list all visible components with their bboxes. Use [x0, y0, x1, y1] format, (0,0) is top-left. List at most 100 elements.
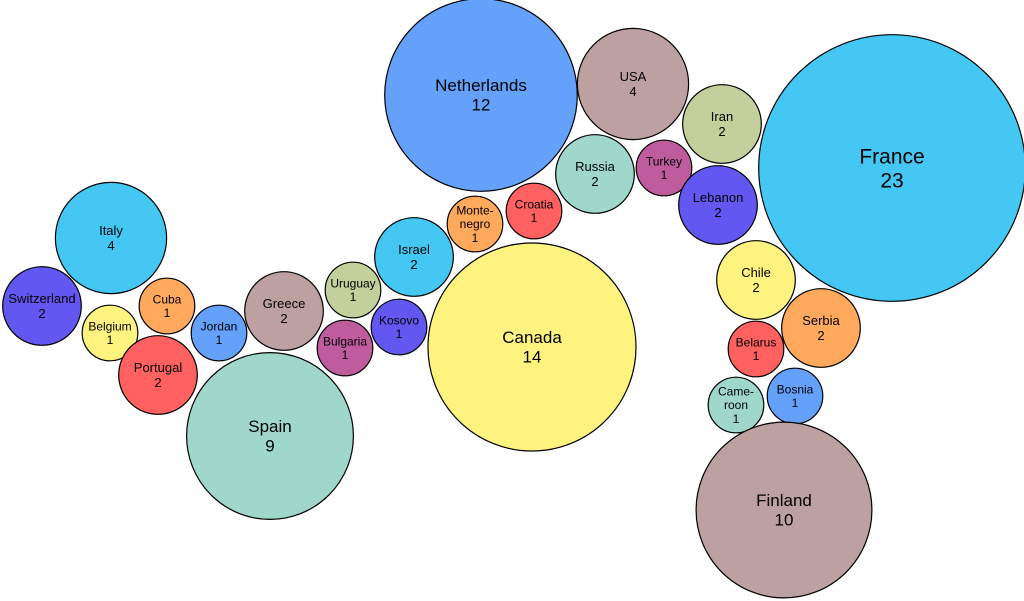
bubble-label: Lebanon — [693, 190, 744, 205]
bubble-label: Canada — [502, 328, 562, 347]
bubble-value: 9 — [265, 437, 274, 456]
bubble-value: 1 — [661, 168, 668, 182]
bubble-circle — [707, 376, 765, 434]
bubble-circle — [555, 134, 635, 214]
bubble-value: 1 — [342, 348, 349, 362]
bubble-value: 12 — [472, 96, 491, 115]
bubble-label: Jordan — [201, 319, 238, 333]
bubble-label: Portugal — [134, 360, 183, 375]
bubble-value: 2 — [154, 375, 161, 390]
bubble-value: 4 — [629, 84, 636, 99]
bubble-value: 1 — [472, 231, 479, 245]
bubble-circle — [576, 27, 690, 141]
bubble-label: Uruguay — [330, 276, 375, 290]
bubble-circle — [635, 139, 693, 197]
bubble-value: 23 — [880, 169, 903, 192]
bubble-label: Bulgaria — [323, 334, 367, 348]
bubble-circle — [2, 266, 82, 346]
bubble-circle — [758, 34, 1024, 302]
bubble-value: 2 — [410, 257, 417, 272]
bubble-label: USA — [620, 69, 647, 84]
bubble-value: 1 — [350, 290, 357, 304]
bubble-label: France — [859, 145, 924, 168]
bubble-value: 1 — [733, 412, 740, 426]
bubble-label: roon — [724, 398, 748, 412]
bubble-label: Turkey — [646, 154, 682, 168]
bubble-label: Cuba — [153, 292, 182, 306]
bubble-label: Belgium — [88, 319, 131, 333]
bubble-circle — [118, 335, 198, 415]
bubble-value: 2 — [591, 174, 598, 189]
bubble-circle — [781, 288, 861, 368]
bubble-circle — [384, 0, 578, 192]
bubble-label: Israel — [398, 242, 430, 257]
bubble-value: 2 — [817, 328, 824, 343]
bubble-value: 1 — [396, 327, 403, 341]
bubble-value: 1 — [216, 333, 223, 347]
bubble-circle — [727, 320, 785, 378]
bubble-value: 1 — [753, 349, 760, 363]
bubble-value: 2 — [752, 280, 759, 295]
bubble-label: Bosnia — [777, 382, 814, 396]
bubble-label: Netherlands — [435, 76, 527, 95]
bubble-value: 1 — [107, 333, 114, 347]
bubble-value: 4 — [107, 238, 114, 253]
bubble-label: Switzerland — [8, 291, 75, 306]
bubble-circle — [695, 421, 873, 599]
bubble-label: Came- — [718, 384, 754, 398]
bubble-value: 1 — [792, 396, 799, 410]
bubble-circle — [54, 181, 168, 295]
bubble-value: 2 — [38, 306, 45, 321]
bubble-circle — [370, 298, 428, 356]
bubble-value: 2 — [718, 124, 725, 139]
bubble-value: 1 — [531, 211, 538, 225]
bubble-circle — [427, 242, 637, 452]
bubble-circle — [138, 277, 196, 335]
bubble-label: Croatia — [515, 197, 554, 211]
bubble-circle — [678, 165, 758, 245]
bubble-label: Kosovo — [379, 313, 419, 327]
bubble-circle — [374, 217, 454, 297]
bubble-circle — [316, 319, 374, 377]
bubble-circle — [186, 352, 355, 521]
bubble-circle — [716, 240, 796, 320]
bubble-label: Italy — [99, 223, 123, 238]
bubble-value: 2 — [714, 205, 721, 220]
bubble-circle — [244, 271, 324, 351]
bubble-label: Greece — [263, 296, 306, 311]
bubble-label: Serbia — [802, 313, 840, 328]
bubble-label: Chile — [741, 265, 771, 280]
bubble-circle — [81, 304, 139, 362]
bubble-label: Russia — [575, 159, 616, 174]
bubble-label: Spain — [248, 417, 291, 436]
bubble-label: Finland — [756, 491, 812, 510]
